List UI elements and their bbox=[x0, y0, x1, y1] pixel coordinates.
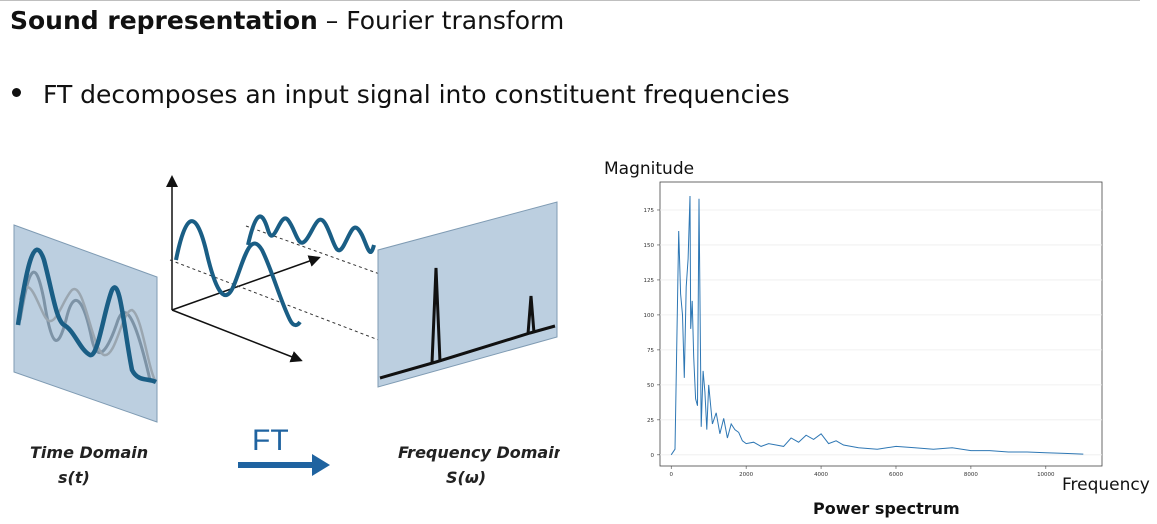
y-tick-label: 0 bbox=[651, 453, 655, 459]
y-tick-label: 25 bbox=[647, 418, 654, 424]
y-tick-label: 175 bbox=[644, 208, 655, 214]
fourier-diagram: FT Time Domain s(t) Frequency Domain S(ω… bbox=[13, 175, 560, 487]
x-tick-label: 0 bbox=[669, 472, 673, 478]
frequency-domain-label: Frequency Domain bbox=[398, 443, 560, 462]
ft-arrow-icon bbox=[238, 454, 330, 476]
x-tick-label: 4000 bbox=[814, 472, 828, 478]
spectrum-series bbox=[670, 195, 1084, 456]
ft-label: FT bbox=[252, 424, 289, 457]
title-separator: – bbox=[325, 6, 339, 35]
time-wave-gray bbox=[18, 285, 158, 383]
title-subtitle: Fourier transform bbox=[346, 6, 565, 35]
spectrum-baseline bbox=[379, 324, 556, 380]
spectrum-peak-2 bbox=[526, 295, 536, 335]
y-axis-label: Magnitude bbox=[604, 159, 694, 179]
x-tick-label: 2000 bbox=[739, 472, 753, 478]
spectrum-peak-1 bbox=[430, 267, 442, 364]
plot-frame bbox=[659, 181, 1103, 467]
x-tick-label: 6000 bbox=[889, 472, 903, 478]
axes-3d bbox=[166, 175, 321, 363]
frequency-domain-symbol: S(ω) bbox=[446, 468, 486, 487]
y-tick-label: 100 bbox=[644, 313, 655, 319]
chart-title: Power spectrum bbox=[813, 499, 960, 518]
y-tick-label: 150 bbox=[644, 243, 655, 249]
grid-layer bbox=[660, 209, 1102, 456]
time-wave-main bbox=[15, 247, 158, 385]
top-rule bbox=[0, 0, 1140, 1]
time-domain-symbol: s(t) bbox=[58, 468, 90, 487]
frequency-domain-panel bbox=[377, 201, 558, 388]
tick-layer: 0 25 50 75 100 125 150 175 0 2000 4000 6000 8000 1000… bbox=[644, 208, 1056, 478]
time-domain-panel bbox=[13, 224, 158, 423]
power-spectrum-chart: Magnitude 0 25 50 75 100 125 150 175 0 2000 4000 60… bbox=[604, 159, 1150, 518]
x-tick-label: 10000 bbox=[1037, 472, 1055, 478]
bullet-dot-icon bbox=[12, 87, 21, 97]
y-tick-label: 125 bbox=[644, 278, 655, 284]
y-tick-label: 75 bbox=[647, 348, 654, 354]
time-domain-label: Time Domain bbox=[30, 443, 148, 462]
x-axis-label: Frequency bbox=[1062, 475, 1150, 495]
wave-high-frequency bbox=[246, 214, 376, 254]
bullet-item: FT decomposes an input signal into const… bbox=[12, 80, 790, 109]
wave-low-frequency bbox=[174, 219, 302, 328]
title-bold: Sound representation bbox=[10, 6, 318, 35]
y-tick-label: 50 bbox=[647, 383, 654, 389]
slide-title: Sound representation – Fourier transform bbox=[10, 6, 564, 35]
bullet-text: FT decomposes an input signal into const… bbox=[43, 80, 790, 109]
x-tick-label: 8000 bbox=[964, 472, 978, 478]
